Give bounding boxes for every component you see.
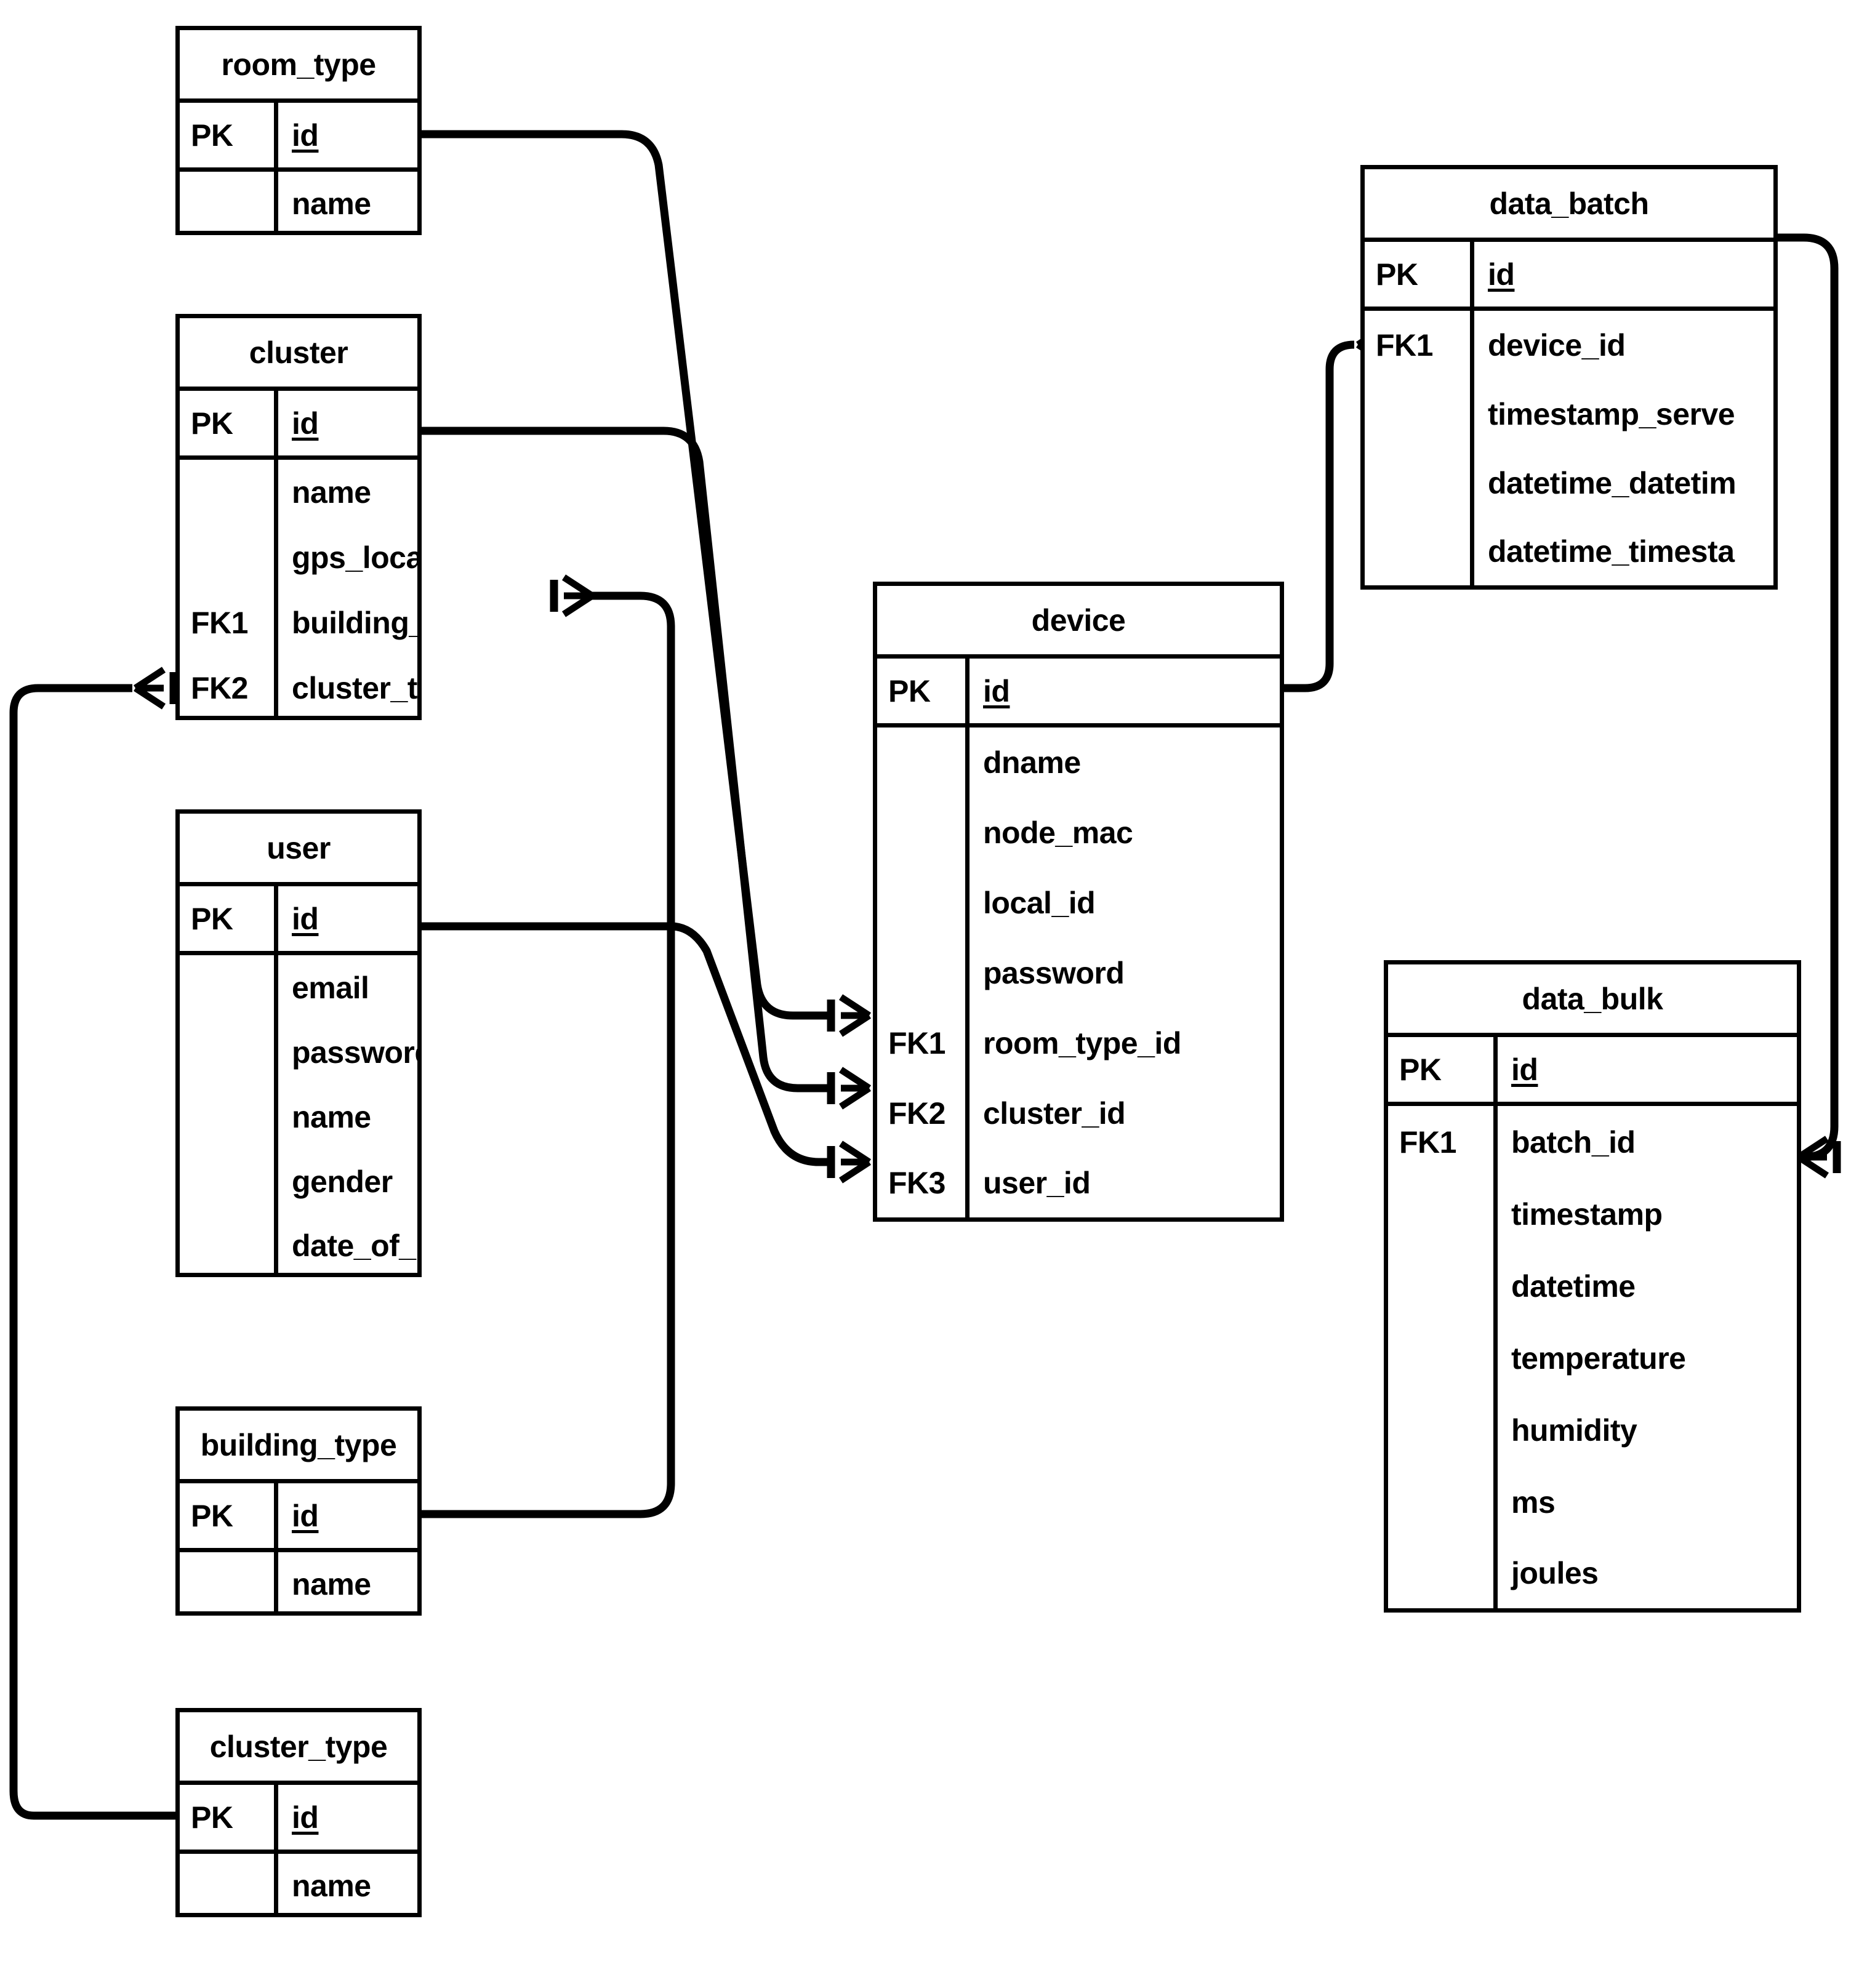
attr-building-type-id: id	[292, 1498, 319, 1533]
attr-user-name: name	[292, 1099, 371, 1134]
attr-data-bulk-batch-id: batch_id	[1511, 1124, 1636, 1160]
attr-data-bulk-joules: joules	[1511, 1556, 1599, 1590]
pk-badge-user: PK	[191, 901, 233, 936]
entity-title-data-batch: data_batch	[1365, 169, 1773, 242]
entity-user[interactable]: user PK id email password name gender	[175, 809, 422, 1277]
entity-cluster-type[interactable]: cluster_type PK id name	[175, 1708, 422, 1917]
fk-badge-cluster-2: FK1	[191, 606, 248, 640]
fk-badge-room-type-0	[180, 172, 274, 235]
fk-badge-device-4: FK1	[888, 1026, 946, 1060]
attr-device-node-mac: node_mac	[983, 816, 1133, 850]
attr-data-batch-id: id	[1488, 257, 1515, 292]
entity-title-user: user	[180, 814, 417, 886]
entity-title-data-bulk: data_bulk	[1388, 964, 1797, 1037]
fk-badge-user-1	[180, 1020, 274, 1084]
fk-badge-data-batch-2	[1365, 449, 1470, 518]
attr-user-id: id	[292, 901, 319, 936]
attr-data-batch-device-id: device_id	[1488, 328, 1626, 363]
attr-user-email: email	[292, 970, 369, 1005]
fk-badge-data-batch-0: FK1	[1376, 328, 1433, 363]
entity-data-batch[interactable]: data_batch PK id FK1 device_id timestamp…	[1360, 165, 1778, 590]
fk-badge-data-bulk-0: FK1	[1399, 1124, 1456, 1160]
attr-cluster-id: id	[292, 406, 319, 441]
attr-room-type-name: name	[292, 186, 371, 221]
attr-device-dname: dname	[983, 745, 1081, 780]
attr-building-type-name: name	[292, 1566, 371, 1601]
attr-user-date-of-birth: date_of_birth	[292, 1228, 417, 1263]
entity-title-device: device	[877, 586, 1280, 659]
fk-badge-data-batch-3	[1365, 518, 1470, 585]
attr-data-batch-datetime-datetim: datetime_datetim	[1488, 466, 1736, 500]
attr-cluster-gps-location: gps_location	[292, 540, 417, 575]
fk-badge-user-3	[180, 1149, 274, 1214]
attr-user-gender: gender	[292, 1164, 393, 1199]
pk-badge-cluster: PK	[191, 406, 233, 441]
entity-title-room-type: room_type	[180, 30, 417, 103]
fk-badge-user-0	[180, 955, 274, 1020]
fk-badge-data-bulk-1	[1388, 1178, 1493, 1250]
fk-badge-user-2	[180, 1084, 274, 1149]
attr-data-bulk-datetime: datetime	[1511, 1269, 1636, 1304]
fk-badge-cluster-type-0	[180, 1854, 274, 1917]
fk-badge-device-3	[877, 938, 965, 1008]
connector-user-device	[422, 922, 834, 1166]
fk-badge-cluster-1	[180, 525, 274, 590]
attr-cluster-type-id: id	[292, 1800, 319, 1835]
connector-device-data-batch	[1284, 340, 1355, 692]
attr-user-password: password	[292, 1035, 417, 1070]
fk-badge-device-1	[877, 798, 965, 868]
entity-device[interactable]: device PK id FK1 FK2 FK3 dname node_mac	[873, 582, 1284, 1222]
fk-badge-data-bulk-2	[1388, 1250, 1493, 1322]
attr-device-id: id	[983, 673, 1010, 708]
attr-device-user-id: user_id	[983, 1166, 1091, 1200]
fk-badge-device-6: FK3	[888, 1166, 946, 1200]
entity-room-type[interactable]: room_type PK id name	[175, 26, 422, 235]
fk-badge-cluster-3: FK2	[191, 670, 248, 705]
connector-cluster-device	[422, 427, 834, 1092]
pk-badge-device: PK	[888, 673, 931, 708]
fk-badge-data-bulk-6	[1388, 1538, 1493, 1608]
attr-data-bulk-temperature: temperature	[1511, 1341, 1686, 1376]
fk-badge-device-0	[877, 727, 965, 798]
attr-cluster-type-name: name	[292, 1868, 371, 1903]
attr-room-type-id: id	[292, 118, 319, 153]
connector-building-type-cluster	[422, 591, 675, 1518]
attr-data-bulk-id: id	[1511, 1052, 1538, 1087]
fk-badge-data-bulk-4	[1388, 1394, 1493, 1466]
fk-badge-data-bulk-5	[1388, 1466, 1493, 1538]
entity-title-building-type: building_type	[180, 1411, 417, 1483]
attr-data-batch-datetime-timesta: datetime_timesta	[1488, 534, 1735, 569]
attr-data-bulk-humidity: humidity	[1511, 1413, 1637, 1448]
attr-device-password: password	[983, 956, 1125, 990]
fk-badge-device-2	[877, 868, 965, 938]
attr-cluster-name: name	[292, 475, 371, 510]
pk-badge-data-bulk: PK	[1399, 1052, 1442, 1087]
entity-data-bulk[interactable]: data_bulk PK id FK1 batch_id timestamp	[1384, 960, 1801, 1613]
attr-data-batch-timestamp-serve: timestamp_serve	[1488, 397, 1735, 431]
fk-badge-cluster-0	[180, 460, 274, 525]
attr-cluster-building-type-id: building_type_id	[292, 606, 417, 640]
attr-device-local-id: local_id	[983, 886, 1096, 920]
connector-room-type-device	[422, 130, 834, 1020]
attr-cluster-cluster-type-d: cluster_type_d	[292, 670, 417, 705]
attr-device-room-type-id: room_type_id	[983, 1026, 1181, 1060]
connector-cluster-type-cluster	[9, 684, 175, 1820]
fk-badge-device-5: FK2	[888, 1096, 946, 1131]
pk-badge-room-type: PK	[191, 118, 233, 153]
entity-title-cluster-type: cluster_type	[180, 1712, 417, 1785]
pk-badge-cluster-type: PK	[191, 1800, 233, 1835]
entity-cluster[interactable]: cluster PK id FK1 FK2 name gps_location …	[175, 314, 422, 720]
entity-title-cluster: cluster	[180, 318, 417, 391]
attr-data-bulk-ms: ms	[1511, 1485, 1556, 1520]
fk-badge-data-batch-1	[1365, 380, 1470, 449]
fk-badge-building-type-0	[180, 1552, 274, 1616]
attr-data-bulk-timestamp: timestamp	[1511, 1196, 1663, 1232]
pk-badge-building-type: PK	[191, 1498, 233, 1533]
pk-badge-data-batch: PK	[1376, 257, 1418, 292]
fk-badge-user-4	[180, 1214, 274, 1277]
attr-device-cluster-id: cluster_id	[983, 1096, 1126, 1131]
fk-badge-data-bulk-3	[1388, 1322, 1493, 1394]
entity-building-type[interactable]: building_type PK id name	[175, 1406, 422, 1616]
